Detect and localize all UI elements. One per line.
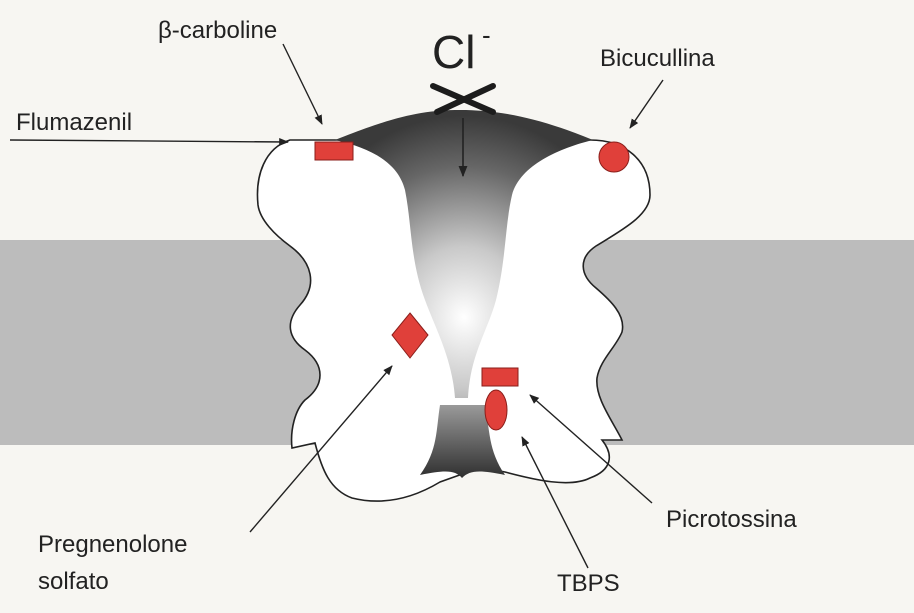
chloride-ion-label: Cl — [432, 26, 475, 78]
picrotossina-label: Picrotossina — [666, 506, 797, 533]
pregnenolone-label-line2: solfato — [38, 568, 109, 595]
beta-carboline-label: β-carboline — [158, 17, 277, 44]
tbps-label: TBPS — [557, 570, 620, 597]
flumazenil-label: Flumazenil — [16, 109, 132, 136]
bicucullina-arrow — [630, 80, 663, 128]
tbps-site-marker — [485, 390, 507, 430]
bicucullina-site-marker — [599, 142, 629, 172]
blocked-x-icon — [433, 86, 493, 112]
chloride-charge-label: - — [482, 20, 491, 50]
flumazenil-arrow — [10, 140, 288, 142]
pregnenolone-label-line1: Pregnenolone — [38, 531, 187, 558]
beta-carboline-site-marker — [315, 142, 353, 160]
bicucullina-label: Bicucullina — [600, 45, 715, 72]
picrotossina-site-marker — [482, 368, 518, 386]
beta-carboline-arrow — [283, 44, 322, 124]
